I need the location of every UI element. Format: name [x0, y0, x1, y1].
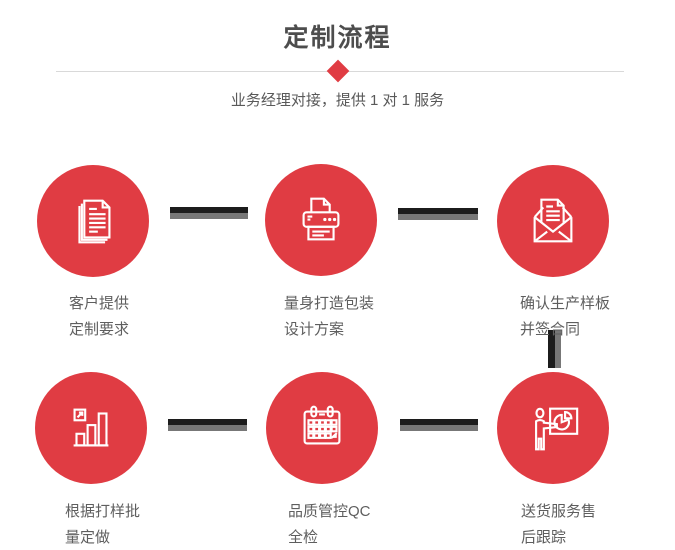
- subtitle: 业务经理对接，提供 1 对 1 服务: [230, 92, 445, 109]
- envelope-letter-icon: [524, 192, 582, 250]
- step-1-circle: [37, 165, 149, 277]
- step-6-label-line1: 送货服务售: [521, 503, 597, 520]
- presentation-pie-icon: [524, 399, 582, 457]
- step-6-label: 送货服务售 后跟踪: [521, 499, 596, 550]
- connector-step4-step5: [168, 419, 247, 431]
- diamond-accent-icon: [326, 59, 350, 83]
- step-4-label-line2: 量定做: [65, 529, 111, 546]
- step-1-label-line1: 客户提供: [69, 295, 130, 312]
- page-title: 定制流程: [283, 24, 392, 52]
- step-2-circle: [265, 164, 377, 276]
- step-4-circle: [35, 372, 147, 484]
- step-5-label-line2: 全检: [288, 529, 319, 546]
- documents-icon: [64, 192, 122, 250]
- step-2-label: 量身打造包装 设计方案: [284, 291, 374, 343]
- step-3-label-line2: 并签合同: [520, 321, 581, 338]
- step-3-circle: [497, 165, 609, 277]
- step-3-label-line1: 确认生产样板: [520, 295, 611, 312]
- step-5-circle: [266, 372, 378, 484]
- connector-step1-step2: [170, 207, 248, 219]
- step-5-label: 品质管控QC 全检: [288, 499, 371, 550]
- step-2-label-line1: 量身打造包装: [284, 295, 375, 312]
- connector-step3-step6: [548, 330, 561, 368]
- calendar-icon: [293, 399, 351, 457]
- printer-icon: [292, 191, 350, 249]
- step-6-label-line2: 后跟踪: [521, 529, 567, 546]
- step-5-label-line1: 品质管控QC: [288, 503, 371, 520]
- connector-step2-step3: [398, 208, 478, 220]
- bar-chart-growth-icon: [62, 399, 120, 457]
- step-4-label: 根据打样批 量定做: [65, 499, 140, 550]
- connector-step5-step6: [400, 419, 478, 431]
- step-2-label-line2: 设计方案: [284, 321, 345, 338]
- step-1-label: 客户提供 定制要求: [69, 291, 129, 343]
- step-1-label-line2: 定制要求: [69, 321, 130, 338]
- step-6-circle: [497, 372, 609, 484]
- step-3-label: 确认生产样板 并签合同: [520, 291, 610, 343]
- step-4-label-line1: 根据打样批: [65, 503, 141, 520]
